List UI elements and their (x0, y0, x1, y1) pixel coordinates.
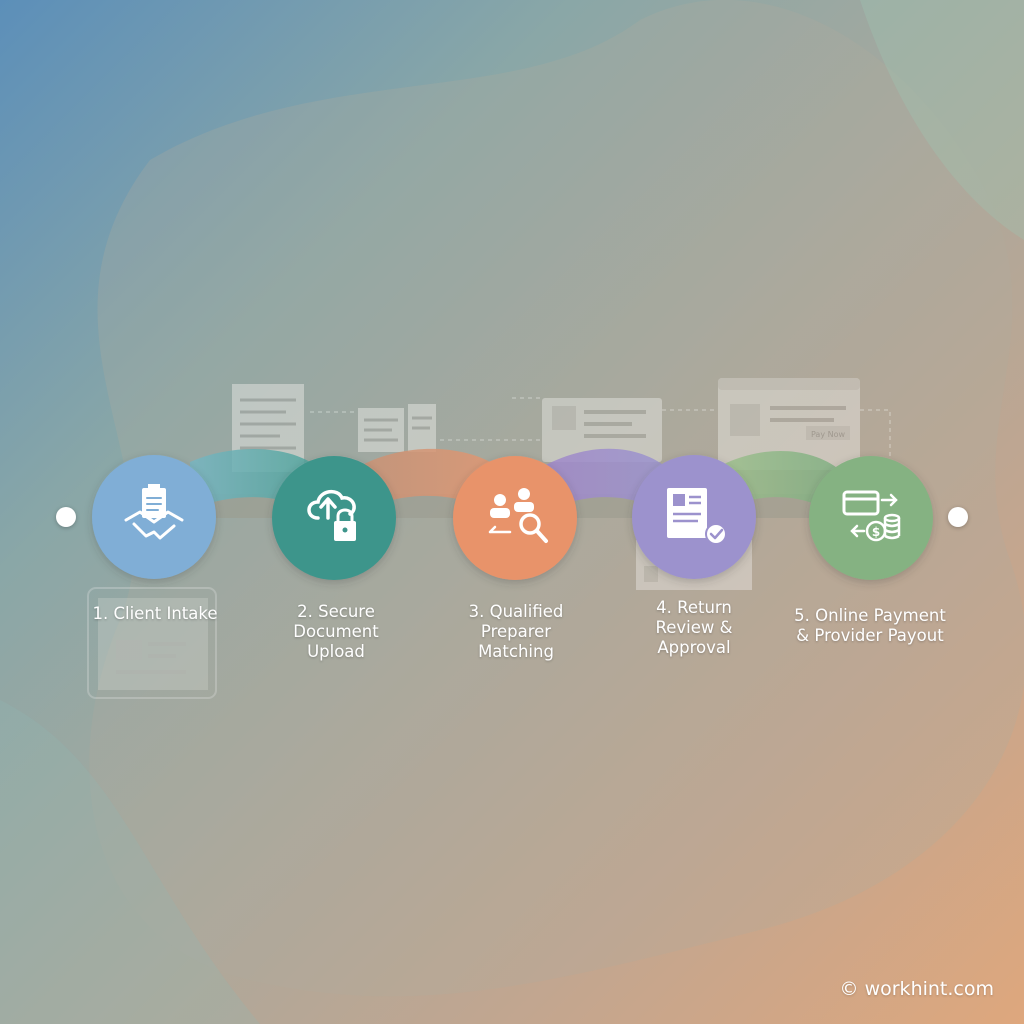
start-dot (56, 507, 76, 527)
profile-card-doc (542, 398, 662, 462)
document-check-icon (667, 488, 727, 545)
svg-text:$: $ (872, 525, 880, 539)
step-2-circle[interactable] (272, 456, 396, 580)
tablet-outline (87, 587, 217, 699)
handshake-clipboard-icon (124, 484, 184, 540)
ribbon-1-2 (190, 448, 320, 520)
card-coins-icon: $ (842, 490, 901, 542)
people-search-icon (488, 488, 548, 543)
pay-now-mini-label: Pay Now (811, 430, 846, 439)
end-dot (948, 507, 968, 527)
step-5-label: 5. Online Payment & Provider Payout (794, 606, 946, 645)
step-5-circle[interactable] (809, 456, 933, 580)
receipt-doc-2 (358, 404, 436, 452)
step-2-label: 2. Secure Document Upload (293, 602, 379, 661)
payment-window-doc: Pay Now (718, 378, 860, 470)
step-4-label: 4. Return Review & Approval (655, 598, 733, 657)
step-3-circle[interactable] (453, 456, 577, 580)
copyright-text: © workhint.com (839, 978, 994, 1000)
ribbon-4-5 (716, 450, 840, 518)
step-1-label: 1. Client Intake (92, 604, 218, 623)
step-3-label: 3. Qualified Preparer Matching (468, 602, 564, 661)
cloud-lock-icon (307, 489, 356, 541)
